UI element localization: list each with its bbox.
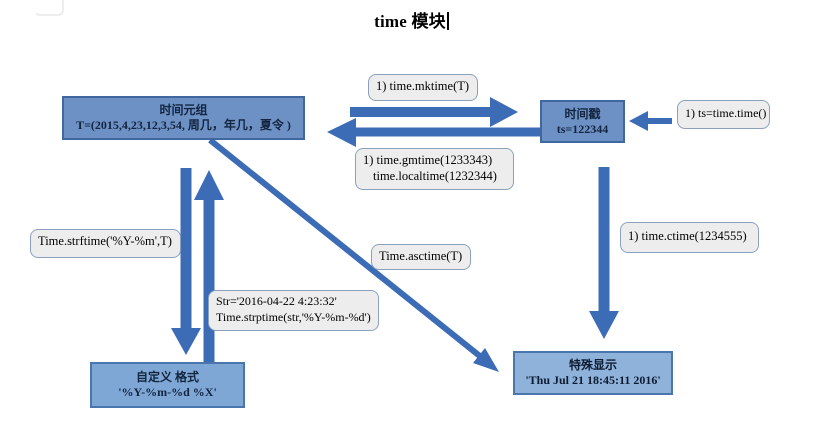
arrow-head-left-icon[interactable] bbox=[629, 111, 648, 131]
node-time-tuple[interactable]: 时间元组 T=(2015,4,23,12,3,54, 周几，年几，夏令 ) bbox=[62, 96, 305, 140]
node-value: ts=122344 bbox=[556, 121, 609, 136]
callout-asctime[interactable]: Time.asctime(T) bbox=[371, 244, 471, 270]
callout-text: 1) ts=time.time() bbox=[685, 106, 767, 120]
arrow-timestamp-to-tuple[interactable] bbox=[327, 118, 540, 147]
node-title: 特殊显示 bbox=[568, 358, 617, 372]
callout-gmtime-localtime[interactable]: 1) time.gmtime(1233343) time.localtime(1… bbox=[355, 148, 514, 190]
arrow-tuple-to-special-diagonal[interactable] bbox=[208, 137, 499, 372]
node-value: 'Thu Jul 21 18:45:11 2016' bbox=[525, 373, 661, 387]
node-value: T=(2015,4,23,12,3,54, 周几，年几，夏令 ) bbox=[76, 118, 291, 132]
arrow-tstime-to-timestamp[interactable] bbox=[629, 111, 672, 131]
page-title[interactable]: time 模块 bbox=[0, 7, 823, 32]
callout-text: Time.strftime('%Y-%m',T) bbox=[38, 234, 172, 248]
arrow-head-up-icon[interactable] bbox=[194, 170, 224, 200]
arrow-tuple-to-custom[interactable] bbox=[171, 168, 201, 355]
callout-strptime[interactable]: Str='2016-04-22 4:23:32' Time.strptime(s… bbox=[208, 290, 379, 331]
node-title: 时间戳 bbox=[564, 106, 601, 121]
arrow-shaft[interactable] bbox=[208, 137, 483, 360]
callout-mktime[interactable]: 1) time.mktime(T) bbox=[368, 74, 478, 101]
arrow-tuple-to-timestamp[interactable] bbox=[350, 97, 518, 127]
arrow-timestamp-to-special[interactable] bbox=[589, 167, 619, 339]
callout-ts-time[interactable]: 1) ts=time.time() bbox=[677, 100, 770, 129]
callout-text: 1) time.ctime(1234555) bbox=[628, 229, 747, 243]
arrow-head-left-icon[interactable] bbox=[327, 118, 356, 147]
node-title: 时间元组 bbox=[159, 103, 208, 117]
callout-text-line2: Time.strptime(str,'%Y-%m-%d') bbox=[216, 309, 371, 324]
node-title: 自定义 格式 bbox=[135, 370, 199, 384]
callout-strftime[interactable]: Time.strftime('%Y-%m',T) bbox=[30, 229, 181, 258]
callout-text-line1: 1) time.gmtime(1233343) bbox=[363, 153, 493, 167]
node-timestamp[interactable]: 时间戳 ts=122344 bbox=[540, 100, 625, 143]
arrow-head-down-icon[interactable] bbox=[171, 328, 201, 355]
callout-text-line1: Str='2016-04-22 4:23:32' bbox=[216, 294, 337, 308]
page-title-text: time 模块 bbox=[374, 12, 446, 31]
callout-text-line2: time.localtime(1232344) bbox=[373, 169, 497, 184]
arrow-head-down-icon[interactable] bbox=[589, 311, 619, 339]
callout-ctime[interactable]: 1) time.ctime(1234555) bbox=[620, 222, 759, 253]
node-special-display[interactable]: 特殊显示 'Thu Jul 21 18:45:11 2016' bbox=[513, 351, 673, 395]
arrow-head-right-icon[interactable] bbox=[490, 97, 518, 127]
callout-text: Time.asctime(T) bbox=[379, 249, 463, 263]
callout-text: 1) time.mktime(T) bbox=[376, 79, 470, 93]
arrow-head-diagonal-icon[interactable] bbox=[473, 348, 499, 372]
faint-corner-artifact bbox=[34, 0, 64, 16]
node-value: '%Y-%m-%d %X' bbox=[118, 385, 217, 399]
text-cursor bbox=[446, 12, 449, 30]
arrow-custom-to-tuple[interactable] bbox=[194, 170, 224, 362]
node-custom-format[interactable]: 自定义 格式 '%Y-%m-%d %X' bbox=[90, 362, 245, 408]
